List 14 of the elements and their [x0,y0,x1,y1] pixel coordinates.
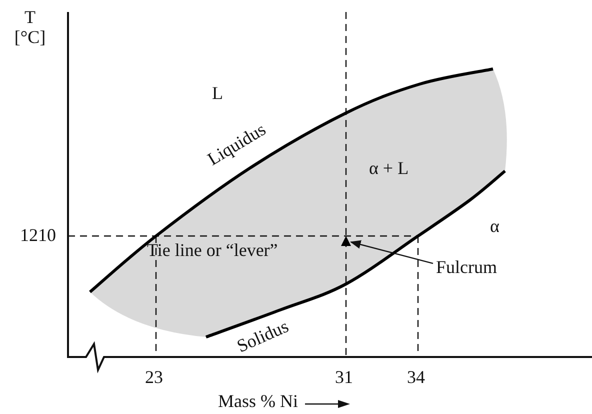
curve-label: Solidus [234,316,292,357]
tick-label: 1210 [20,226,56,246]
leader-line [350,240,434,264]
annotation-text: Tie line or “lever” [147,241,278,261]
tick-label: 31 [335,368,353,388]
tick-label: 34 [407,368,425,388]
callout-text: Fulcrum [436,258,497,276]
region-label: L [212,84,223,104]
axis-label: T [°C] [13,8,47,48]
region-label: α [490,217,500,237]
axis-title: Mass % Ni [218,392,298,412]
fulcrum-marker [341,236,351,246]
region-label: α + L [369,159,409,179]
tick-label: 23 [145,368,163,388]
